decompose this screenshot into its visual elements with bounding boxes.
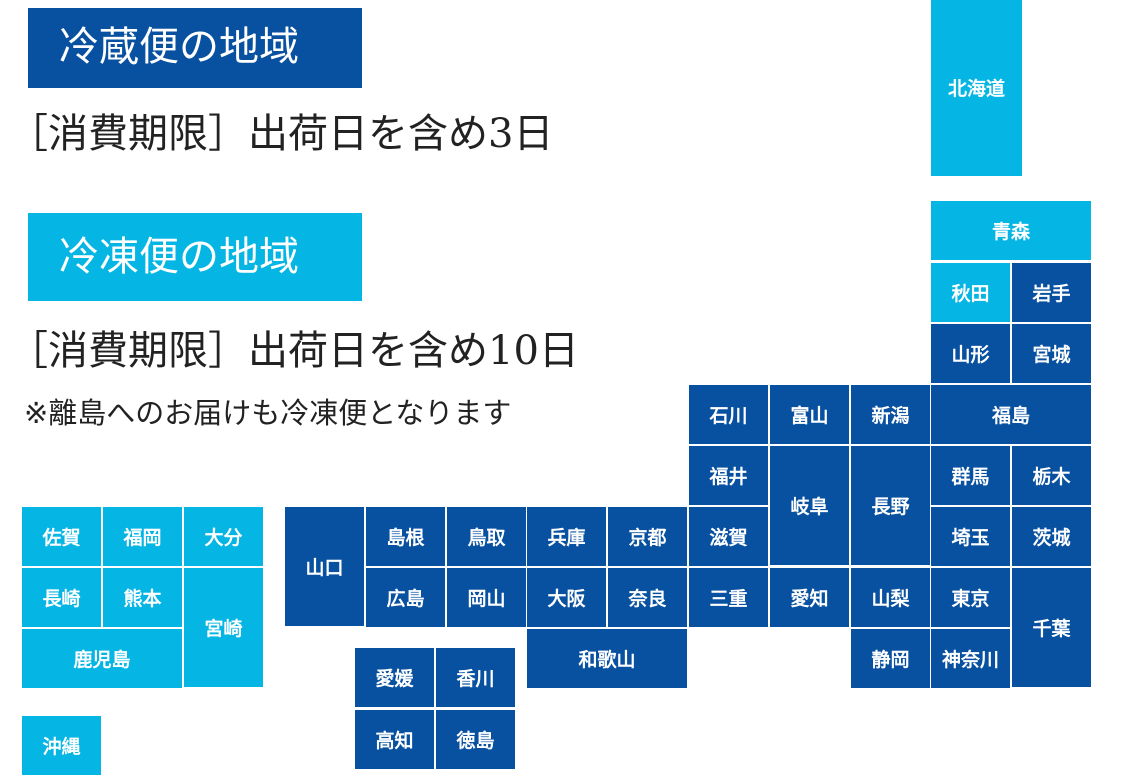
prefecture-tile: 埼玉 xyxy=(931,507,1010,566)
prefecture-tile: 福井 xyxy=(689,446,768,505)
prefecture-tile: 和歌山 xyxy=(527,629,687,688)
prefecture-tile: 京都 xyxy=(608,507,687,566)
prefecture-tile: 栃木 xyxy=(1012,446,1091,505)
prefecture-tile: 愛媛 xyxy=(355,648,434,707)
prefecture-tile: 沖縄 xyxy=(22,716,101,775)
prefecture-tile: 長野 xyxy=(851,446,930,565)
prefecture-tile: 新潟 xyxy=(851,385,930,444)
prefecture-tile: 大阪 xyxy=(527,568,606,627)
prefecture-tile: 香川 xyxy=(436,648,515,707)
prefecture-tile: 宮城 xyxy=(1012,324,1091,383)
prefecture-tile: 滋賀 xyxy=(689,507,768,566)
prefecture-tile: 岐阜 xyxy=(770,446,849,565)
prefecture-tile: 山形 xyxy=(931,324,1010,383)
chilled-expiry-text: ［消費期限］出荷日を含め3日 xyxy=(8,111,554,157)
prefecture-tile: 山口 xyxy=(285,507,364,626)
prefecture-tile: 鹿児島 xyxy=(22,629,182,688)
prefecture-tile: 東京 xyxy=(931,568,1010,627)
prefecture-tile: 徳島 xyxy=(436,710,515,769)
prefecture-tile: 神奈川 xyxy=(931,629,1010,688)
prefecture-tile: 大分 xyxy=(184,507,263,566)
prefecture-tile: 千葉 xyxy=(1012,568,1091,687)
prefecture-tile: 福島 xyxy=(931,385,1091,444)
chilled-delivery-heading: 冷蔵便の地域 xyxy=(28,8,362,88)
prefecture-tile: 広島 xyxy=(366,568,445,627)
prefecture-tile: 岡山 xyxy=(447,568,526,627)
prefecture-tile: 静岡 xyxy=(851,629,930,688)
prefecture-tile: 兵庫 xyxy=(527,507,606,566)
prefecture-tile: 熊本 xyxy=(103,568,182,627)
prefecture-tile: 奈良 xyxy=(608,568,687,627)
prefecture-tile: 富山 xyxy=(770,385,849,444)
prefecture-tile: 岩手 xyxy=(1012,263,1091,322)
prefecture-tile: 宮崎 xyxy=(184,568,263,687)
prefecture-tile: 佐賀 xyxy=(22,507,101,566)
prefecture-tile: 北海道 xyxy=(931,0,1022,176)
prefecture-tile: 高知 xyxy=(355,710,434,769)
prefecture-tile: 山梨 xyxy=(851,568,930,627)
prefecture-tile: 石川 xyxy=(689,385,768,444)
prefecture-tile: 鳥取 xyxy=(447,507,526,566)
prefecture-tile: 群馬 xyxy=(931,446,1010,505)
prefecture-tile: 福岡 xyxy=(103,507,182,566)
prefecture-tile: 島根 xyxy=(366,507,445,566)
prefecture-tile: 青森 xyxy=(931,201,1091,260)
prefecture-tile: 三重 xyxy=(689,568,768,627)
prefecture-tile: 茨城 xyxy=(1012,507,1091,566)
remote-island-note: ※離島へのお届けも冷凍便となります xyxy=(24,396,512,430)
prefecture-tile: 愛知 xyxy=(770,568,849,627)
frozen-expiry-text: ［消費期限］出荷日を含め10日 xyxy=(8,328,579,374)
prefecture-tile: 秋田 xyxy=(931,263,1010,322)
frozen-delivery-heading: 冷凍便の地域 xyxy=(28,213,362,301)
prefecture-tile: 長崎 xyxy=(22,568,101,627)
